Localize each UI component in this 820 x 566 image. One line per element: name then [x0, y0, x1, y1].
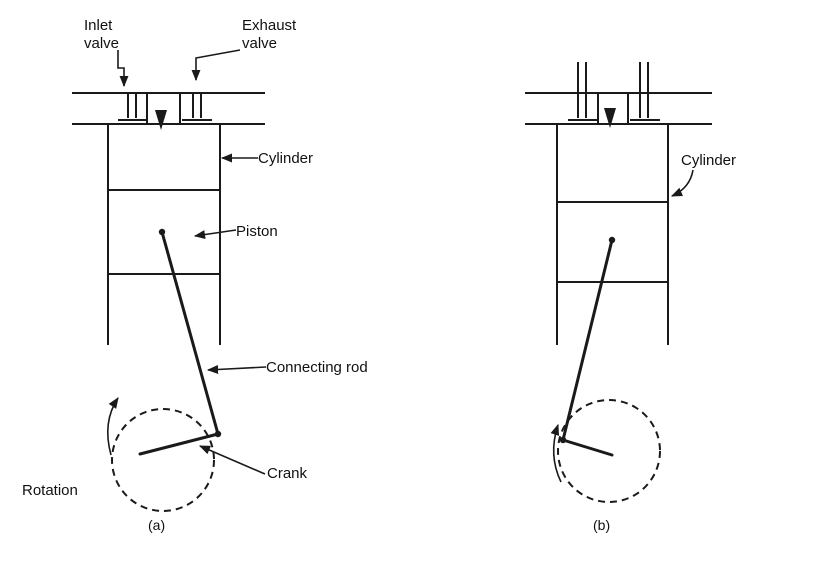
- crank-leader: [198, 445, 266, 475]
- cylinder-leader-b: [670, 169, 694, 197]
- crank-pin-b: [559, 436, 567, 444]
- exhaust-valve: [179, 92, 212, 124]
- figure-a: Inlet valve Exhaust valve Cylinder Pisto…: [22, 17, 368, 533]
- figure-b: Cylinder (b): [525, 62, 736, 533]
- exhaust-leader: [191, 49, 241, 82]
- rotation-arrow-b: [550, 423, 562, 483]
- crank-circle-b: [557, 399, 661, 503]
- crank-arm: [138, 432, 220, 456]
- cylinder-label: Cylinder: [258, 150, 313, 167]
- inlet-valve-label-1: Inlet: [84, 17, 113, 34]
- inlet-valve-b: [568, 62, 599, 124]
- inlet-valve-label-2: valve: [84, 35, 119, 52]
- connecting-rod-b: [561, 238, 614, 442]
- caption-a: (a): [148, 517, 165, 533]
- exhaust-valve-label-2: valve: [242, 35, 277, 52]
- crank-pin: [214, 430, 222, 438]
- caption-b: (b): [593, 517, 610, 533]
- spark-plug-icon: [155, 110, 167, 130]
- rod-leader: [206, 365, 267, 374]
- piston-label: Piston: [236, 223, 278, 240]
- piston-b: [556, 201, 669, 283]
- inlet-valve: [118, 92, 148, 124]
- rotation-label: Rotation: [22, 482, 78, 499]
- crank-label: Crank: [267, 465, 308, 482]
- crank-circle: [111, 408, 215, 512]
- inlet-leader: [117, 50, 129, 88]
- crank-arm-b: [561, 438, 614, 457]
- spark-plug-icon-b: [604, 108, 616, 128]
- connecting-rod-label: Connecting rod: [266, 359, 368, 376]
- piston-leader: [193, 229, 237, 239]
- exhaust-valve-label-1: Exhaust: [242, 17, 297, 34]
- rotation-arrow: [106, 397, 119, 456]
- connecting-rod: [160, 230, 220, 436]
- cylinder-label-b: Cylinder: [681, 152, 736, 169]
- exhaust-valve-b: [627, 62, 660, 124]
